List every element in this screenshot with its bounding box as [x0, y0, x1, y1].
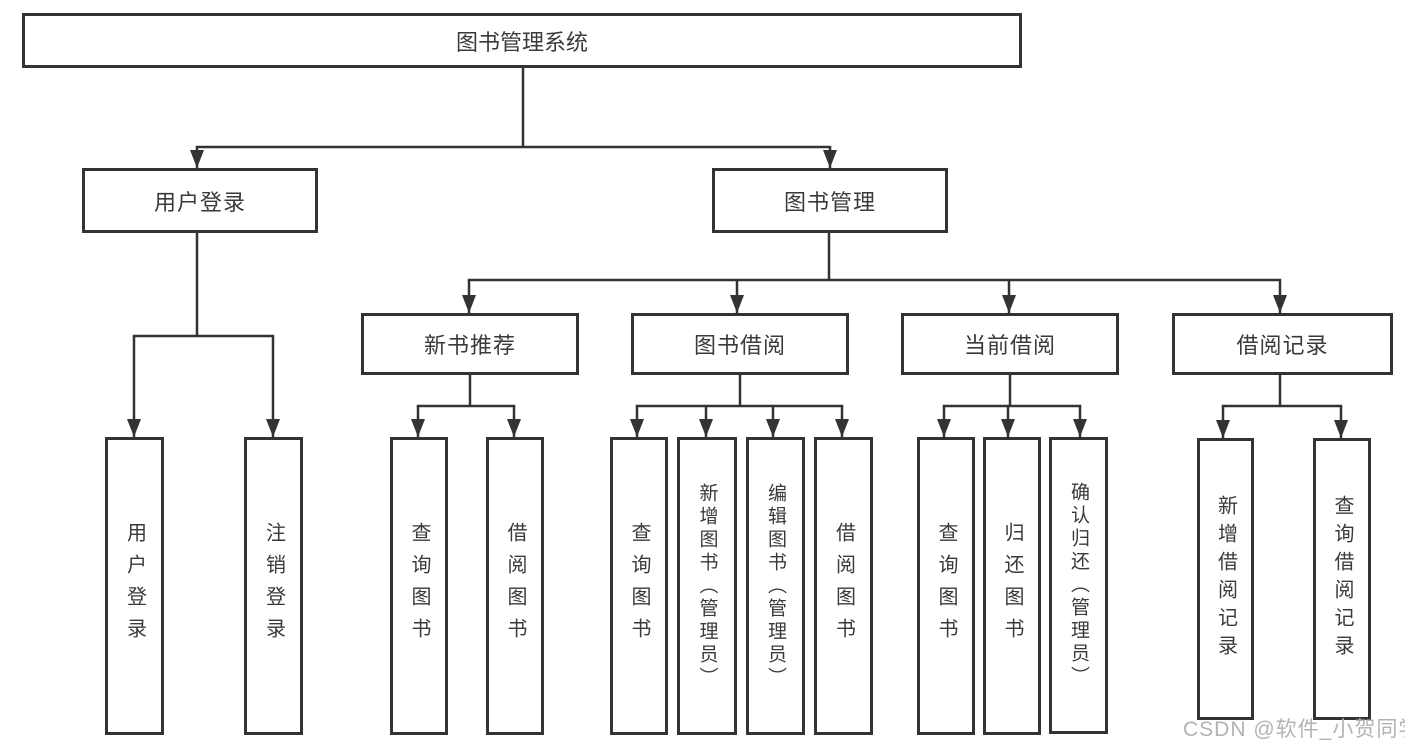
leaf-user-login: 用户登录 [105, 437, 164, 735]
leaf-query-books-1-label: 查询图书 [408, 522, 430, 650]
node-current-borrow: 当前借阅 [901, 313, 1119, 375]
leaf-query-books-3-label: 查询图书 [935, 522, 957, 650]
leaf-borrow-books-2: 借阅图书 [814, 437, 873, 735]
node-borrow-records: 借阅记录 [1172, 313, 1393, 375]
leaf-return-books: 归还图书 [983, 437, 1041, 735]
node-user-login-label: 用户登录 [153, 189, 246, 215]
leaf-add-books-admin-label: 新增图书（管理员） [696, 482, 718, 690]
leaf-borrow-books-1-label: 借阅图书 [504, 522, 526, 650]
node-root-library-system: 图书管理系统 [22, 13, 1022, 68]
node-book-borrow: 图书借阅 [631, 313, 849, 375]
leaf-query-books-3: 查询图书 [917, 437, 975, 735]
leaf-query-books-2-label: 查询图书 [628, 522, 650, 650]
leaf-query-borrow-record: 查询借阅记录 [1313, 438, 1371, 720]
node-new-book-recommend-label: 新书推荐 [423, 333, 516, 358]
node-new-book-recommend: 新书推荐 [361, 313, 579, 375]
node-book-management-label: 图书管理 [783, 189, 876, 215]
node-borrow-records-label: 借阅记录 [1236, 333, 1329, 358]
leaf-query-books-1: 查询图书 [390, 437, 448, 735]
leaf-query-borrow-record-label: 查询借阅记录 [1331, 495, 1353, 663]
node-user-login: 用户登录 [82, 168, 318, 233]
leaf-logout-label: 注销登录 [262, 522, 285, 650]
leaf-logout: 注销登录 [244, 437, 303, 735]
leaf-query-books-2: 查询图书 [610, 437, 668, 735]
leaf-edit-books-admin-label: 编辑图书（管理员） [765, 482, 786, 690]
leaf-user-login-label: 用户登录 [123, 522, 146, 650]
leaf-borrow-books-1: 借阅图书 [486, 437, 544, 735]
leaf-add-borrow-record: 新增借阅记录 [1197, 438, 1254, 720]
leaf-confirm-return-admin: 确认归还（管理员） [1049, 437, 1108, 734]
leaf-return-books-label: 归还图书 [1001, 522, 1023, 650]
leaf-edit-books-admin: 编辑图书（管理员） [746, 437, 805, 735]
leaf-add-borrow-record-label: 新增借阅记录 [1214, 495, 1237, 663]
node-book-borrow-label: 图书借阅 [693, 333, 786, 358]
leaf-borrow-books-2-label: 借阅图书 [832, 522, 855, 650]
node-root-label: 图书管理系统 [455, 29, 588, 55]
node-book-management: 图书管理 [712, 168, 948, 233]
leaf-add-books-admin: 新增图书（管理员） [677, 437, 737, 735]
csdn-watermark: CSDN @软件_小贺同学 [1183, 718, 1405, 741]
node-current-borrow-label: 当前借阅 [963, 333, 1056, 358]
leaf-confirm-return-admin-label: 确认归还（管理员） [1068, 482, 1089, 689]
